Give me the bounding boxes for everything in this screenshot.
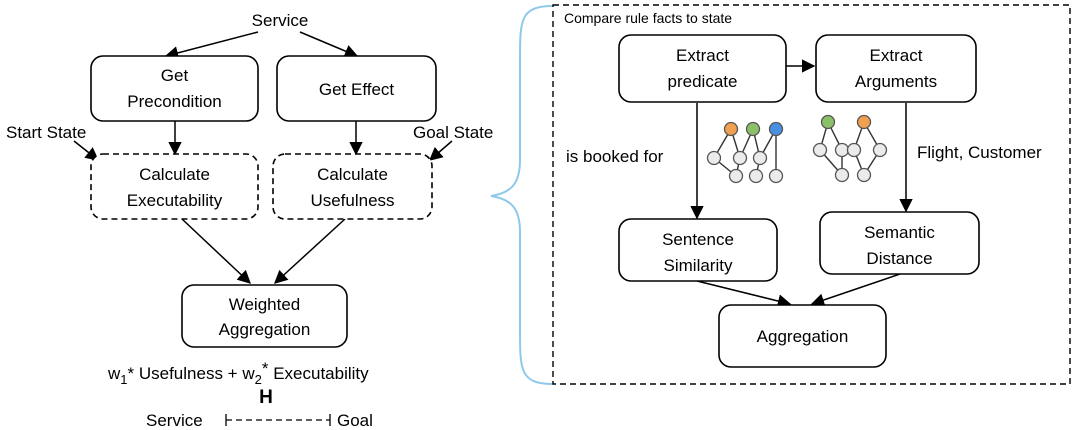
- service-goal-interval: [225, 414, 331, 426]
- svg-text:Semantic: Semantic: [864, 223, 935, 242]
- service-label: Service: [252, 11, 309, 30]
- flight-customer-label: Flight, Customer: [917, 143, 1042, 162]
- node-aggregation: Aggregation: [718, 304, 887, 368]
- node-weighted-aggregation: Weighted Aggregation: [181, 284, 348, 348]
- edge-semantic-to-aggregation: [810, 273, 901, 307]
- h-label: H: [259, 387, 273, 408]
- svg-text:Aggregation: Aggregation: [757, 327, 849, 346]
- curly-brace: [490, 5, 554, 385]
- start-state-label: Start State: [6, 123, 86, 142]
- svg-text:Extract: Extract: [676, 46, 729, 65]
- edge-sentence-to-aggregation: [696, 280, 792, 308]
- goal-bottom-label: Goal: [337, 411, 373, 430]
- is-booked-for-label: is booked for: [566, 147, 664, 166]
- svg-text:Weighted: Weighted: [229, 295, 301, 314]
- compare-panel: [552, 4, 1071, 385]
- svg-text:Arguments: Arguments: [855, 72, 937, 91]
- graph-icon-arguments: [812, 114, 888, 183]
- edge-service-to-effect: [299, 31, 359, 58]
- svg-text:Distance: Distance: [866, 249, 932, 268]
- svg-text:Usefulness: Usefulness: [310, 191, 394, 210]
- svg-text:predicate: predicate: [668, 72, 738, 91]
- edge-useful-to-weighted: [274, 218, 346, 284]
- svg-text:Calculate: Calculate: [317, 165, 388, 184]
- svg-text:Get: Get: [161, 66, 189, 85]
- formula-text: w1* Usefulness + w2* Executability: [107, 359, 369, 387]
- svg-text:Calculate: Calculate: [139, 165, 210, 184]
- node-sentence-similarity: Sentence Similarity: [618, 218, 778, 282]
- goal-state-label: Goal State: [413, 123, 493, 142]
- service-bottom-label: Service: [146, 411, 203, 430]
- svg-text:Similarity: Similarity: [664, 256, 733, 275]
- svg-text:Executability: Executability: [127, 191, 223, 210]
- edge-exec-to-weighted: [181, 218, 251, 284]
- svg-text:Precondition: Precondition: [127, 92, 222, 111]
- node-extract-arguments: Extract Arguments: [815, 34, 977, 103]
- node-get-effect: Get Effect: [276, 55, 437, 122]
- node-calculate-executability: Calculate Executability: [90, 153, 259, 220]
- svg-text:Sentence: Sentence: [662, 230, 734, 249]
- node-extract-predicate: Extract predicate: [618, 34, 787, 103]
- node-calculate-usefulness: Calculate Usefulness: [272, 153, 433, 220]
- edge-start-to-exec: [73, 140, 100, 161]
- node-semantic-distance: Semantic Distance: [819, 211, 980, 275]
- node-get-precondition: Get Precondition: [90, 55, 259, 122]
- edge-service-to-precondition: [164, 31, 259, 60]
- edge-goal-to-useful: [428, 140, 453, 161]
- svg-text:Aggregation: Aggregation: [219, 320, 311, 339]
- panel-title: Compare rule facts to state: [564, 10, 732, 26]
- graph-icon-predicate: [706, 121, 784, 184]
- svg-text:Extract: Extract: [870, 46, 923, 65]
- svg-text:Get Effect: Get Effect: [319, 80, 395, 99]
